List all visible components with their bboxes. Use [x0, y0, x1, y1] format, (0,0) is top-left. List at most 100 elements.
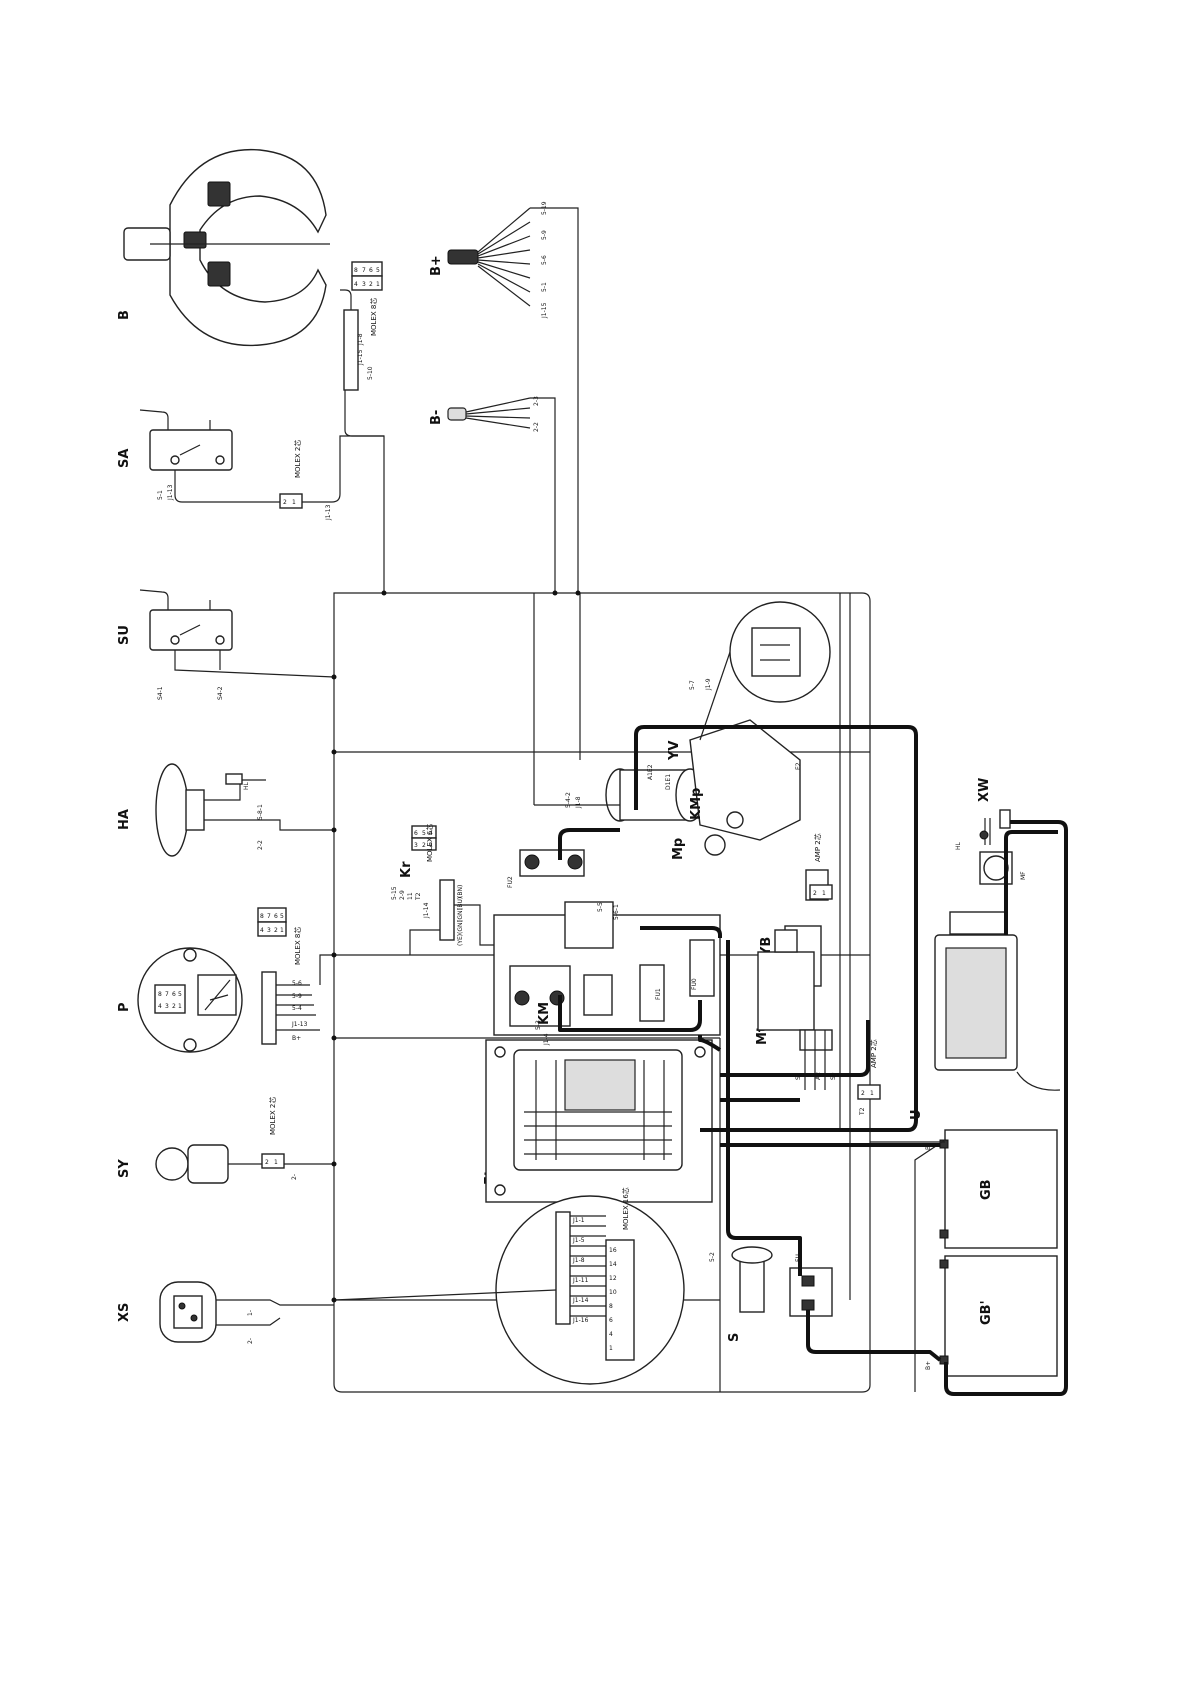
label-KM: KM — [537, 1002, 552, 1025]
svg-text:J1-4: J1-4 — [543, 1033, 550, 1046]
svg-text:D1E1: D1E1 — [665, 774, 672, 790]
svg-text:FU2: FU2 — [507, 876, 514, 888]
svg-text:T2: T2 — [859, 1107, 866, 1116]
svg-text:FU0: FU0 — [691, 978, 698, 990]
svg-text:J1-13: J1-13 — [325, 504, 332, 521]
svg-text:6: 6 — [274, 913, 278, 920]
component-Mp-pump: Mp FU2 KMp A1E2 D1E1 5-4-2 J1-8 — [507, 719, 801, 888]
label-S: S — [727, 1333, 742, 1342]
svg-text:(BU): (BU) — [457, 897, 464, 910]
component-SY: SY 2 1 MOLEX 2芯 2- — [117, 1097, 334, 1184]
svg-text:J1-15: J1-15 — [541, 302, 548, 319]
svg-text:J1-13: J1-13 — [167, 484, 174, 501]
svg-text:(GN): (GN) — [457, 920, 464, 934]
svg-text:(GN): (GN) — [457, 908, 464, 922]
svg-text:4: 4 — [429, 830, 433, 837]
svg-text:FU1: FU1 — [655, 988, 662, 1000]
terminal-B-minus: B- 2-3 2-2 — [429, 396, 556, 593]
component-YB-brake: YB 2 1 AMP 2芯 — [759, 833, 833, 987]
terminal-B-plus: B+ 5-19 5-9 5-6 5-1 J1-15 — [429, 201, 579, 593]
svg-text:J1-15: J1-15 — [357, 349, 364, 366]
svg-text:1: 1 — [376, 281, 380, 288]
svg-text:MF: MF — [1020, 871, 1027, 880]
svg-text:1: 1 — [822, 890, 826, 897]
svg-text:J1-8: J1-8 — [572, 1257, 585, 1264]
svg-text:(BN): (BN) — [457, 885, 464, 898]
label-HA: HA — [117, 809, 132, 830]
svg-text:8: 8 — [609, 1303, 613, 1310]
svg-text:1: 1 — [274, 1159, 278, 1166]
label-B: B — [117, 310, 132, 320]
svg-text:J1-1: J1-1 — [572, 1217, 585, 1224]
svg-text:8: 8 — [260, 913, 264, 920]
svg-text:HL: HL — [243, 781, 250, 790]
svg-text:3: 3 — [414, 842, 418, 849]
label-GB: GB — [979, 1179, 994, 1200]
svg-text:J1-16: J1-16 — [572, 1317, 589, 1324]
svg-text:T2: T2 — [415, 892, 422, 901]
svg-text:S4-2: S4-2 — [217, 686, 224, 700]
svg-text:1-: 1- — [247, 1310, 254, 1316]
svg-text:4: 4 — [158, 1003, 162, 1010]
svg-text:J1-14: J1-14 — [572, 1297, 589, 1304]
svg-text:2-9: 2-9 — [399, 890, 406, 900]
label-Kr: Kr — [399, 861, 414, 878]
component-SA-switch: SA 5-1 J1-13 2 1 MOLEX 2芯 J1-13 — [117, 409, 384, 521]
svg-text:2-: 2- — [247, 1338, 254, 1344]
svg-text:S4-1: S4-1 — [157, 686, 164, 700]
svg-text:1: 1 — [870, 1090, 874, 1097]
component-Et-controller: Et MOLEX 16芯 J1-1 J1-5 J1-8 J1-11 J1-14 … — [333, 1039, 716, 1385]
svg-text:5-1: 5-1 — [541, 282, 548, 292]
svg-text:12: 12 — [609, 1275, 617, 1282]
svg-text:2: 2 — [813, 890, 817, 897]
svg-text:MOLEX 16芯: MOLEX 16芯 — [621, 1187, 630, 1230]
svg-text:5: 5 — [280, 913, 284, 920]
svg-text:B+: B+ — [925, 1361, 932, 1370]
svg-text:MOLEX 2芯: MOLEX 2芯 — [268, 1097, 277, 1135]
label-XS: XS — [117, 1303, 132, 1322]
svg-text:5-4-2: 5-4-2 — [565, 792, 572, 808]
label-SY: SY — [117, 1159, 132, 1178]
svg-text:AMP 2芯: AMP 2芯 — [869, 1039, 878, 1068]
svg-text:5: 5 — [422, 830, 426, 837]
label-KMp: KMp — [689, 788, 704, 820]
svg-text:3: 3 — [362, 281, 366, 288]
svg-text:1: 1 — [178, 1003, 182, 1010]
svg-text:7: 7 — [267, 913, 271, 920]
svg-text:5-7: 5-7 — [689, 680, 696, 690]
svg-text:5-1: 5-1 — [157, 490, 164, 500]
svg-text:5-8-1: 5-8-1 — [257, 804, 264, 820]
svg-text:5-4: 5-4 — [292, 1005, 302, 1012]
svg-text:2: 2 — [274, 927, 278, 934]
svg-text:5-3: 5-3 — [535, 1020, 542, 1030]
junction-dots — [331, 590, 581, 1303]
svg-text:5-6: 5-6 — [292, 980, 302, 987]
svg-text:J1-8: J1-8 — [357, 333, 364, 346]
svg-text:1: 1 — [292, 499, 296, 506]
component-SU-switch: SU S4-1 S4-2 — [117, 589, 335, 700]
svg-text:14: 14 — [609, 1261, 617, 1268]
svg-text:16: 16 — [609, 1247, 617, 1254]
svg-text:(YE): (YE) — [457, 934, 464, 946]
component-U-charger: U MF XW HL — [909, 778, 1061, 1120]
svg-text:1: 1 — [609, 1345, 613, 1352]
svg-text:6: 6 — [172, 991, 176, 998]
component-HA-horn: HA HL 5-8-1 2-2 — [117, 763, 334, 857]
svg-text:2: 2 — [861, 1090, 865, 1097]
svg-text:MOLEX 6芯: MOLEX 6芯 — [425, 824, 434, 862]
svg-text:B+: B+ — [292, 1035, 301, 1042]
svg-text:J1-8: J1-8 — [575, 796, 582, 809]
svg-text:5-10: 5-10 — [367, 366, 374, 380]
svg-text:J1-11: J1-11 — [572, 1277, 589, 1284]
label-XW: XW — [977, 778, 992, 802]
svg-text:11: 11 — [407, 892, 414, 900]
svg-text:8: 8 — [354, 267, 358, 274]
label-SU: SU — [117, 625, 132, 645]
svg-text:7: 7 — [165, 991, 169, 998]
svg-text:MOLEX 8芯: MOLEX 8芯 — [369, 298, 378, 336]
svg-text:1: 1 — [429, 842, 433, 849]
svg-text:1: 1 — [280, 927, 284, 934]
svg-text:2: 2 — [369, 281, 373, 288]
svg-text:8: 8 — [158, 991, 162, 998]
